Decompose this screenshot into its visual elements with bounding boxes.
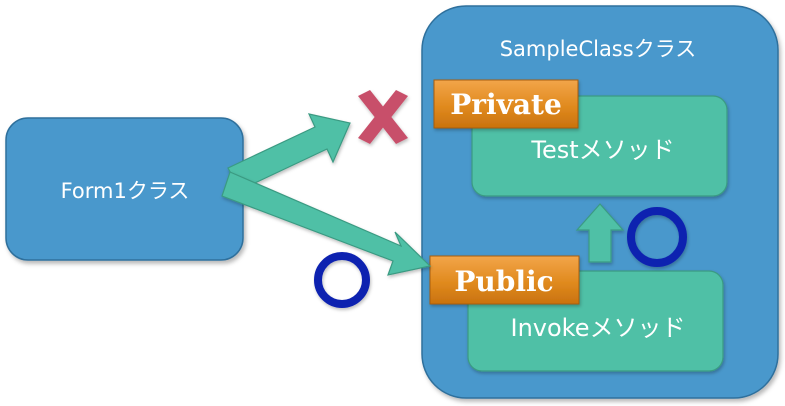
- allowed-circle-icon: [627, 207, 687, 267]
- invoke-method-label: Invokeメソッド: [511, 314, 686, 342]
- arrow-to-public: [221, 171, 432, 276]
- test-method-label: Testメソッド: [530, 136, 674, 164]
- allowed-circle-icon: [314, 252, 370, 308]
- arrow-invoke-to-test: [575, 203, 625, 263]
- private-tag-label: Private: [450, 88, 562, 121]
- sample-class-title: SampleClassクラス: [500, 37, 697, 61]
- private-tag: Private: [433, 79, 579, 129]
- public-tag: Public: [429, 255, 580, 305]
- public-tag-label: Public: [454, 265, 553, 298]
- form1-class-label: Form1クラス: [61, 179, 190, 203]
- form1-class-box: Form1クラス: [5, 117, 244, 261]
- denied-x-icon: [358, 90, 408, 144]
